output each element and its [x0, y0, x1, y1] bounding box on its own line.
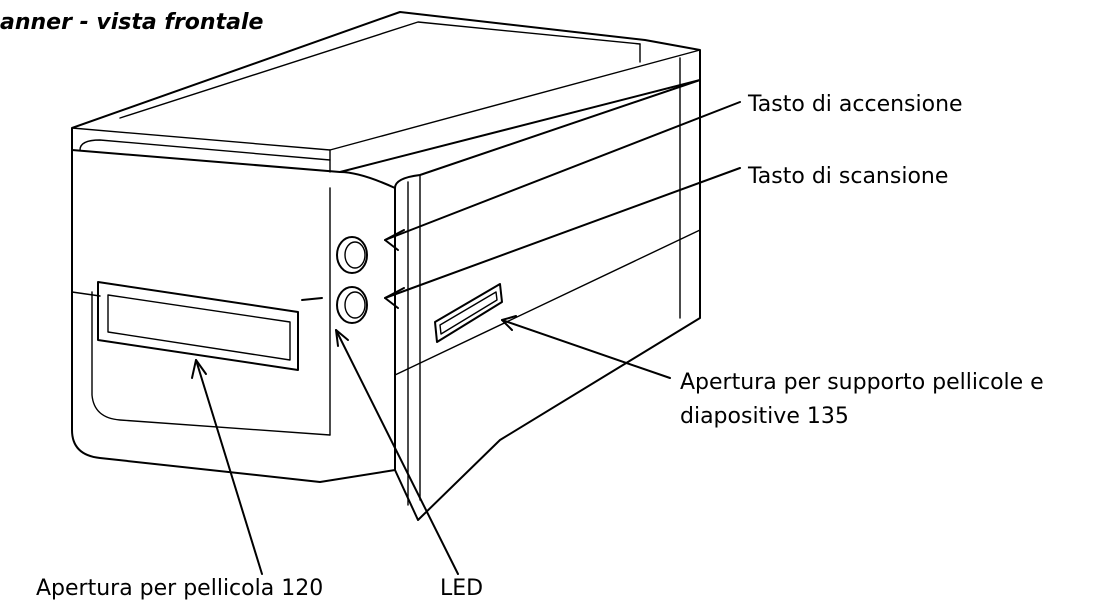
scanner-top-lid [71, 11, 701, 173]
label-power-button: Tasto di accensione [748, 92, 963, 117]
scanner-front-panel [71, 149, 396, 483]
led-indicator [301, 297, 323, 301]
label-led: LED [440, 576, 484, 601]
leader-lines [191, 101, 741, 575]
scan-button [336, 286, 368, 324]
diagram-title: anner - vista frontale [0, 10, 264, 35]
label-holder-slot-line2: diapositive 135 [680, 404, 849, 429]
label-holder-slot-line1: Apertura per supporto pellicole e [680, 370, 1044, 395]
scanner-side-body [394, 79, 701, 521]
film-120-slot [97, 281, 299, 371]
label-scan-button: Tasto di scansione [748, 164, 949, 189]
holder-slot-135 [434, 283, 503, 343]
label-film-120-slot: Apertura per pellicola 120 [36, 576, 324, 601]
power-button [336, 236, 368, 274]
